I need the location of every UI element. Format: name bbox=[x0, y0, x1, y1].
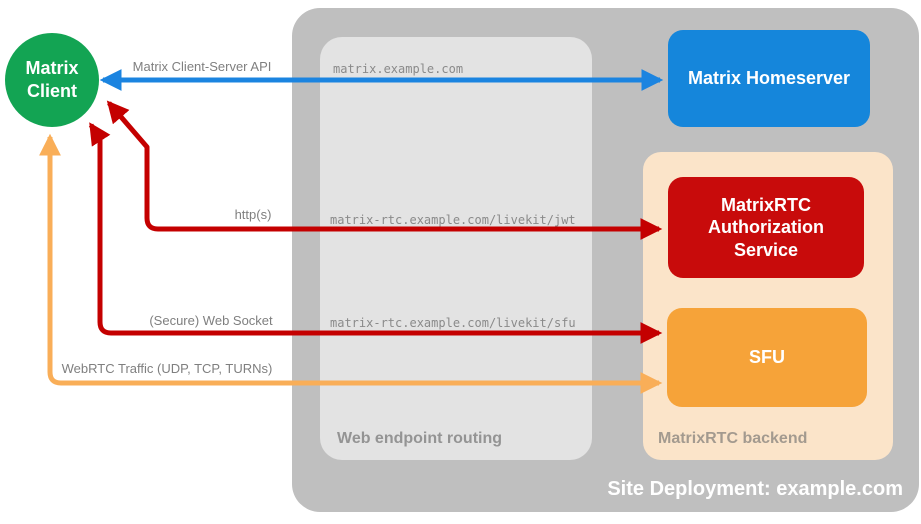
endpoint-url-livekit-jwt: matrix-rtc.example.com/livekit/jwt bbox=[330, 213, 576, 227]
matrixrtc-authorization-service-label: MatrixRTC Authorization Service bbox=[708, 194, 824, 260]
matrixrtc-backend-caption: MatrixRTC backend bbox=[658, 430, 808, 447]
arrow-label-websocket: (Secure) Web Socket bbox=[149, 313, 273, 328]
matrix-homeserver-node: Matrix Homeserver bbox=[668, 30, 870, 127]
endpoint-url-homeserver: matrix.example.com bbox=[333, 62, 464, 76]
endpoint-url-livekit-sfu: matrix-rtc.example.com/livekit/sfu bbox=[330, 316, 576, 330]
matrix-homeserver-label: Matrix Homeserver bbox=[687, 68, 851, 89]
site-deployment-caption: Site Deployment: example.com bbox=[607, 478, 903, 500]
web-endpoint-routing-caption: Web endpoint routing bbox=[337, 430, 503, 447]
arrow-label-client-server-api: Matrix Client-Server API bbox=[132, 59, 272, 74]
matrix-client-label-line2: Client bbox=[26, 81, 77, 101]
matrixrtc-authorization-service-node: MatrixRTC Authorization Service bbox=[668, 177, 864, 278]
web-endpoint-routing-box: Web endpoint routing bbox=[320, 37, 592, 460]
arrow-label-webrtc-traffic: WebRTC Traffic (UDP, TCP, TURNs) bbox=[61, 361, 273, 376]
sfu-label: SFU bbox=[749, 347, 785, 368]
matrix-client-node: Matrix Client bbox=[5, 33, 99, 127]
sfu-node: SFU bbox=[667, 308, 867, 407]
matrix-client-label-line1: Matrix bbox=[25, 57, 79, 78]
arrow-label-https: http(s) bbox=[234, 207, 272, 222]
